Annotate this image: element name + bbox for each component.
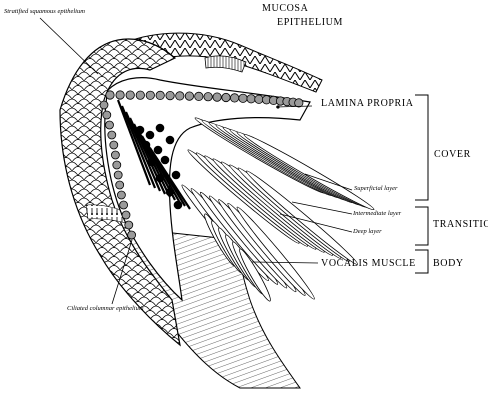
gland-circle	[106, 91, 114, 99]
dark-cell-cluster	[166, 136, 175, 145]
gland-circle	[125, 221, 133, 229]
gland-circle	[126, 91, 134, 99]
dark-cell-cluster	[156, 124, 165, 133]
gland-circle	[120, 201, 128, 209]
gland-circle	[185, 92, 193, 100]
gland-circle	[166, 91, 174, 99]
gland-circle	[247, 95, 255, 103]
label-stratified-squamous-epithelium: Stratified squamous epithelium	[4, 9, 85, 16]
gland-circle	[156, 91, 164, 99]
gland-circle	[128, 231, 136, 239]
label-transition: TRANSITION	[433, 220, 488, 230]
gland-circle	[106, 121, 114, 129]
gland-circle	[111, 151, 119, 159]
dark-cell-cluster	[146, 131, 155, 140]
label-mucosa: MUCOSA	[262, 4, 308, 14]
gland-circle	[146, 91, 154, 99]
gland-circle	[213, 93, 221, 101]
gland-circle	[116, 181, 124, 189]
gland-circle	[136, 91, 144, 99]
bracket-body	[415, 250, 428, 273]
label-superficial-layer: Superficial layer	[354, 186, 398, 193]
gland-circle	[255, 95, 263, 103]
label-lamina-propria: LAMINA PROPRIA	[321, 99, 414, 109]
dark-cell-cluster	[154, 146, 163, 155]
gland-circle	[113, 161, 121, 169]
dark-cell-cluster	[161, 156, 170, 165]
label-body: BODY	[433, 259, 464, 269]
gland-circle	[117, 191, 125, 199]
label-intermediate-layer: Intermediate layer	[353, 211, 401, 218]
gland-circle	[195, 92, 203, 100]
dark-cell-cluster	[174, 201, 183, 210]
bracket-transition	[415, 207, 428, 245]
gland-circle	[110, 141, 118, 149]
label-vocalis-muscle: VOCALIS MUSCLE	[321, 259, 416, 269]
leader-stratified	[40, 18, 98, 74]
label-cover: COVER	[434, 150, 471, 160]
bracket-cover	[415, 95, 428, 200]
gland-circle	[222, 93, 230, 101]
gland-circle	[295, 99, 303, 107]
gland-circle	[116, 91, 124, 99]
gland-circle	[204, 93, 212, 101]
label-ciliated-columnar-epithelium: Ciliated columnar epithelium	[67, 306, 144, 313]
gland-circle	[176, 92, 184, 100]
label-epithelium: EPITHELIUM	[277, 18, 343, 28]
dark-cell-cluster	[172, 171, 181, 180]
label-deep-layer: Deep layer	[353, 229, 382, 236]
gland-circle	[100, 101, 108, 109]
leader-dot	[276, 105, 279, 108]
gland-circle	[103, 111, 111, 119]
gland-circle	[122, 211, 130, 219]
gland-circle	[239, 94, 247, 102]
gland-circle	[114, 171, 122, 179]
gland-circle	[108, 131, 116, 139]
gland-circle	[230, 94, 238, 102]
